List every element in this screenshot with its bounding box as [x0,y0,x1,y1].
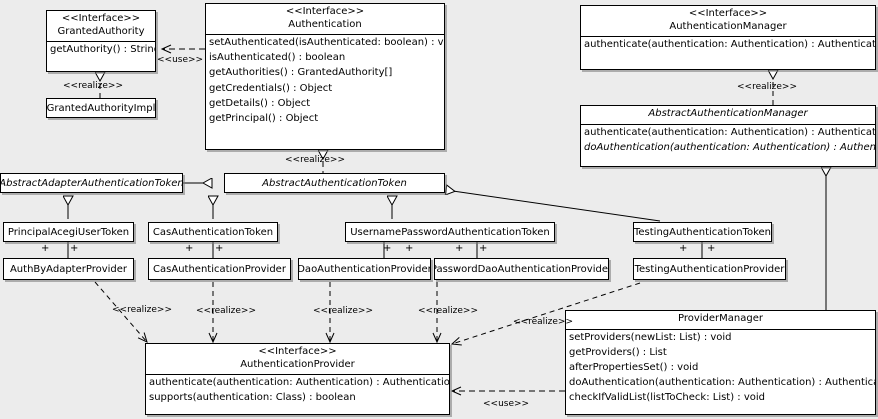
class-name: DaoAuthenticationProvider [298,263,431,275]
association-marker-plus: + [215,243,224,254]
class-member: isAuthenticated() : boolean [209,52,346,64]
class-name: AuthenticationManager [669,20,787,32]
class-member: getCredentials() : Object [209,82,333,94]
class-testing-authentication-token[interactable]: TestingAuthenticationToken [633,222,772,242]
class-principal-acegi-user-token[interactable]: PrincipalAcegiUserToken [3,222,134,242]
class-stereotype: <<Interface>> [61,13,141,24]
class-member: doAuthentication(authentication: Authent… [569,377,875,389]
relationship-label-use-providermanager-authenticationprovider: <<use>> [483,399,530,409]
class-name: TestingAuthenticationProvider [634,263,785,275]
class-name: AuthenticationProvider [240,358,355,370]
association-marker-plus: + [707,243,716,254]
relationship-label-realize-grantedauthorityimpl: <<realize>> [63,81,123,91]
relationship-label-realize-passworddaoauthenticationprovider: <<realize>> [418,306,478,316]
class-name: GrantedAuthority [57,25,145,37]
class-member: getProviders() : List [569,346,667,358]
class-member: authenticate(authentication: Authenticat… [149,377,449,388]
class-member-compartment: authenticate(authentication: Authenticat… [146,374,449,405]
class-name: PrincipalAcegiUserToken [7,226,130,238]
class-member-compartment: setAuthenticated(isAuthenticated: boolea… [206,34,444,126]
class-name: TestingAuthenticationToken [633,226,772,238]
class-granted-authority-impl[interactable]: GrantedAuthorityImpl [46,98,156,118]
class-name: PasswordDaoAuthenticationProvider [434,263,609,275]
class-member-compartment: authenticate(authentication: Authenticat… [581,123,875,155]
class-testing-authentication-provider[interactable]: TestingAuthenticationProvider [633,258,786,280]
class-header: <<Interface>> AuthenticationManager [581,6,875,36]
association-marker-plus: + [41,243,50,254]
class-name: AbstractAdapterAuthenticationToken [0,177,183,189]
class-member-compartment: setProviders(newList: List) : void getPr… [566,328,875,406]
class-name: UsernamePasswordAuthenticationToken [350,226,550,238]
class-member-compartment: getAuthority() : String [47,41,155,57]
class-name: AbstractAuthenticationManager [648,108,808,119]
class-header: <<Interface>> GrantedAuthority [47,11,155,41]
relationship-label-realize-authbyadapterprovider: <<realize>> [112,305,172,315]
relationship-label-use-authentication-grantedauthority: <<use>> [157,55,204,65]
class-name: ProviderManager [677,313,763,324]
class-member: authenticate(authentication: Authenticat… [584,39,875,50]
class-authentication-provider[interactable]: <<Interface>> AuthenticationProvider aut… [145,343,450,415]
class-name: AbstractAuthenticationToken [262,177,407,189]
class-member: afterPropertiesSet() : void [569,361,699,373]
association-marker-plus: + [185,243,194,254]
association-marker-plus: + [383,243,392,254]
class-member: getAuthority() : String [50,44,155,55]
association-marker-plus: + [479,243,488,254]
relationship-label-realize-abstractauthenticationtoken: <<realize>> [285,155,345,165]
class-member: getPrincipal() : Object [209,112,319,124]
class-name: Authentication [288,18,362,30]
class-cas-authentication-provider[interactable]: CasAuthenticationProvider [148,258,291,280]
class-abstract-authentication-token[interactable]: AbstractAuthenticationToken [224,173,445,193]
association-marker-plus: + [679,243,688,254]
class-username-password-authentication-token[interactable]: UsernamePasswordAuthenticationToken [345,222,555,242]
class-granted-authority[interactable]: <<Interface>> GrantedAuthority getAuthor… [46,10,156,72]
class-header: AbstractAuthenticationManager [581,106,875,124]
class-member-compartment: authenticate(authentication: Authenticat… [581,36,875,52]
class-stereotype: <<Interface>> [688,8,768,19]
class-member: authenticate(authentication: Authenticat… [584,126,875,138]
class-provider-manager[interactable]: ProviderManager setProviders(newList: Li… [565,310,876,415]
class-header: <<Interface>> Authentication [206,4,444,34]
class-authentication-manager[interactable]: <<Interface>> AuthenticationManager auth… [580,5,876,70]
class-name: CasAuthenticationToken [152,226,274,238]
association-marker-plus: + [70,243,79,254]
class-member: getDetails() : Object [209,97,311,109]
relationship-label-realize-daoauthenticationprovider: <<realize>> [313,306,373,316]
class-header: <<Interface>> AuthenticationProvider [146,344,449,374]
class-stereotype: <<Interface>> [285,6,365,17]
class-member: getAuthorities() : GrantedAuthority[] [209,67,393,79]
class-abstract-adapter-authentication-token[interactable]: AbstractAdapterAuthenticationToken [0,173,183,193]
class-auth-by-adapter-provider[interactable]: AuthByAdapterProvider [3,258,134,280]
class-name: CasAuthenticationProvider [153,263,286,275]
class-member: setAuthenticated(isAuthenticated: boolea… [209,37,444,48]
relationship-label-realize-casauthenticationprovider: <<realize>> [196,306,256,316]
class-authentication[interactable]: <<Interface>> Authentication setAuthenti… [205,3,445,150]
class-stereotype: <<Interface>> [258,346,337,357]
class-member: doAuthentication(authentication: Authent… [584,141,875,153]
class-password-dao-authentication-provider[interactable]: PasswordDaoAuthenticationProvider [434,258,609,280]
class-abstract-authentication-manager[interactable]: AbstractAuthenticationManager authentica… [580,105,876,167]
class-member: setProviders(newList: List) : void [569,331,732,343]
class-dao-authentication-provider[interactable]: DaoAuthenticationProvider [298,258,431,280]
association-marker-plus: + [405,243,414,254]
class-member: checkIfValidList(listToCheck: List) : vo… [569,392,766,404]
relationship-label-realize-testingauthenticationprovider: <<realize>> [513,317,573,327]
class-member: supports(authentication: Class) : boolea… [149,392,356,404]
class-name: AuthByAdapterProvider [9,263,128,275]
class-header: ProviderManager [566,311,875,329]
class-cas-authentication-token[interactable]: CasAuthenticationToken [148,222,278,242]
relationship-label-realize-abstractauthenticationmanager: <<realize>> [737,82,797,92]
association-marker-plus: + [455,243,464,254]
class-name: GrantedAuthorityImpl [46,102,156,114]
